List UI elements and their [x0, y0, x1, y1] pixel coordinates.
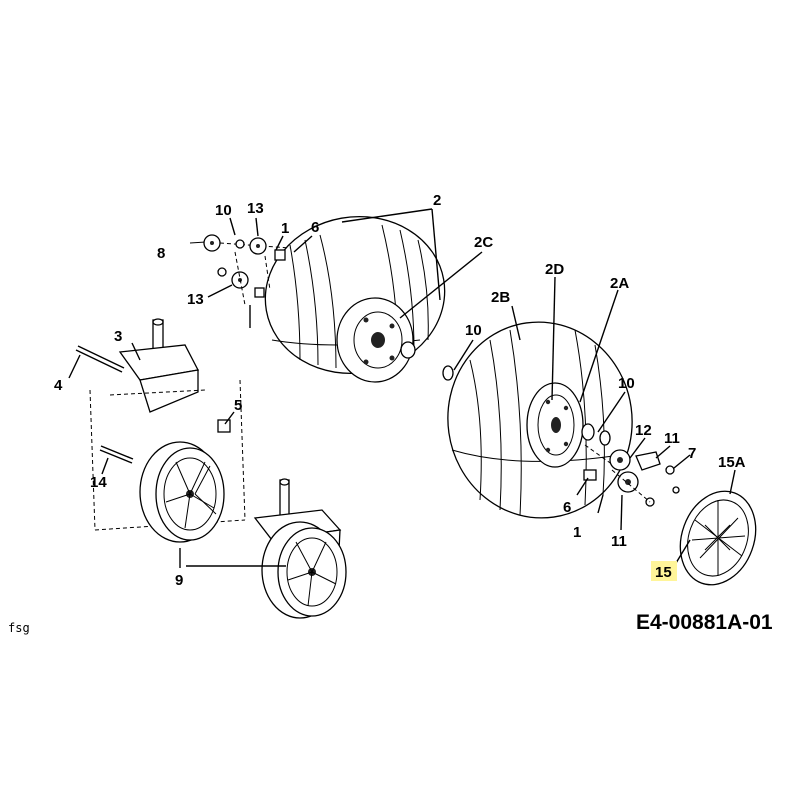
callout-5: 5: [234, 397, 242, 414]
callout-2B: 2B: [491, 289, 510, 306]
callout-11: 11: [611, 533, 627, 550]
callout-highlight: [651, 561, 677, 581]
bottom-left-mark: fsg: [8, 621, 30, 635]
caster-wheel-right: [253, 478, 347, 619]
callout-2C: 2C: [474, 234, 493, 251]
callout-10: 10: [215, 202, 232, 219]
hub-cap: [679, 490, 757, 586]
leader-lines: [68, 208, 736, 568]
callout-15-highlighted[interactable]: 15: [655, 564, 672, 581]
right-hub-hardware: [583, 444, 680, 514]
callout-1: 1: [281, 220, 289, 237]
callout-6: 6: [311, 219, 319, 236]
callout-11: 11: [664, 430, 680, 447]
callout-1: 1: [573, 524, 581, 541]
upper-axle-hardware: [189, 234, 291, 328]
callout-13: 13: [247, 200, 264, 217]
callout-4: 4: [54, 377, 63, 394]
upper-wheel-assembly: [264, 215, 454, 383]
callout-7: 7: [688, 445, 696, 462]
callout-10: 10: [618, 375, 635, 392]
callout-3: 3: [114, 328, 122, 345]
callout-12: 12: [635, 422, 652, 439]
callout-6: 6: [563, 499, 571, 516]
callout-13: 13: [187, 291, 204, 308]
callout-2: 2: [433, 192, 441, 209]
callout-9: 9: [175, 572, 183, 589]
right-wheel-assembly: [447, 321, 633, 519]
callout-labels: 2 10 13 1 6 8 13 2C 2D 2B 2A 10 3 4 5 10…: [54, 192, 746, 589]
callout-2A: 2A: [610, 275, 629, 292]
callout-2D: 2D: [545, 261, 564, 278]
drawing-code: E4-00881A-01: [636, 611, 773, 634]
callout-14: 14: [90, 474, 107, 491]
caster-wheel-left: [139, 441, 225, 543]
callout-8: 8: [157, 245, 165, 262]
callout-10: 10: [465, 322, 482, 339]
callout-15A: 15A: [718, 454, 746, 471]
caster-bracket: [75, 318, 246, 531]
